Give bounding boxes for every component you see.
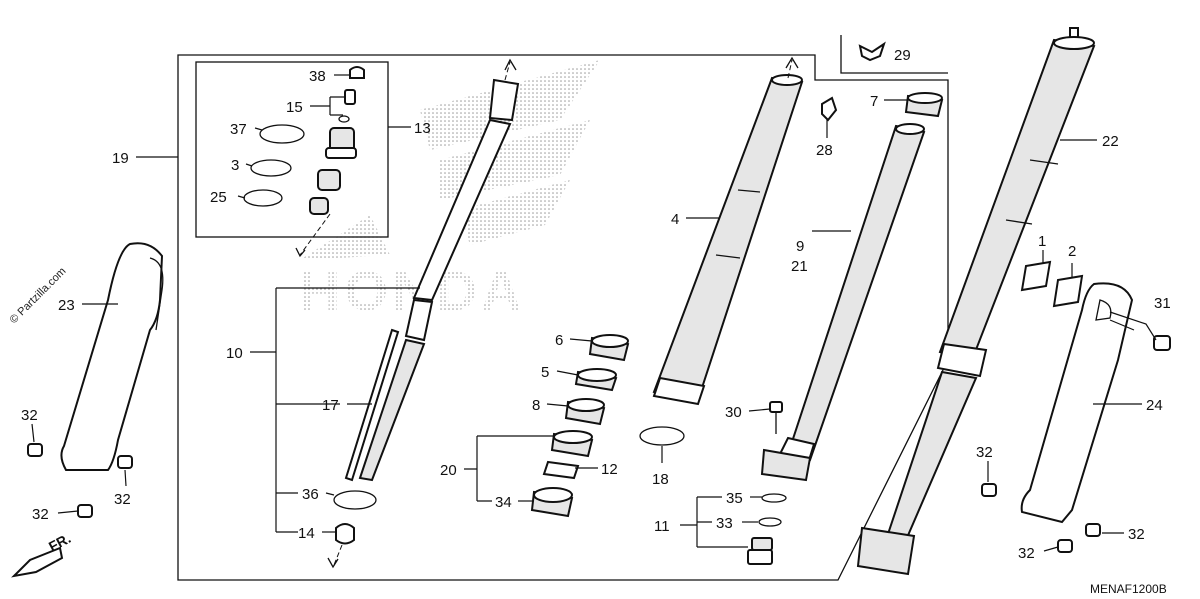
part-18-circlip bbox=[639, 426, 685, 446]
part-35-washer bbox=[761, 493, 787, 503]
label-part-36: 36 bbox=[302, 486, 319, 503]
part-2-sticker bbox=[1052, 274, 1084, 308]
part-1-sticker bbox=[1020, 260, 1052, 292]
label-part-32-right-2: 32 bbox=[1128, 526, 1145, 543]
label-part-19: 19 bbox=[112, 150, 129, 167]
subassembly-frame bbox=[195, 61, 389, 238]
label-part-33: 33 bbox=[716, 515, 733, 532]
leader-lines bbox=[31, 74, 1157, 552]
label-part-31: 31 bbox=[1154, 295, 1171, 312]
label-part-9: 9 bbox=[796, 238, 804, 255]
part-10-damper-rod bbox=[358, 58, 520, 482]
part-36-o-ring bbox=[333, 490, 377, 510]
label-part-17: 17 bbox=[322, 397, 339, 414]
label-part-1: 1 bbox=[1038, 233, 1046, 250]
label-part-32-left-2: 32 bbox=[114, 491, 131, 508]
label-part-12: 12 bbox=[601, 461, 618, 478]
label-part-25: 25 bbox=[210, 189, 227, 206]
label-part-23: 23 bbox=[58, 297, 75, 314]
part-17-rod bbox=[344, 328, 400, 482]
part-32-bolt-left-3 bbox=[77, 504, 93, 518]
part-33-o-ring bbox=[758, 517, 782, 527]
part-29-bracket bbox=[840, 35, 948, 74]
label-part-30: 30 bbox=[725, 404, 742, 421]
part-4-outer-tube bbox=[652, 56, 804, 406]
part-20-oil-seal bbox=[550, 430, 594, 458]
part-11-bolt bbox=[747, 537, 773, 565]
label-part-28: 28 bbox=[816, 142, 833, 159]
part-32-bolt-right-1 bbox=[981, 483, 997, 497]
part-14-nut bbox=[327, 523, 355, 569]
part-24-fork-guard bbox=[1020, 282, 1134, 524]
label-part-15: 15 bbox=[286, 99, 303, 116]
part-30-bolt bbox=[769, 401, 783, 434]
label-part-18: 18 bbox=[652, 471, 669, 488]
label-part-7: 7 bbox=[870, 93, 878, 110]
label-part-38: 38 bbox=[309, 68, 326, 85]
label-part-10: 10 bbox=[226, 345, 243, 362]
label-part-5: 5 bbox=[541, 364, 549, 381]
label-part-37: 37 bbox=[230, 121, 247, 138]
label-part-13: 13 bbox=[414, 120, 431, 137]
front-direction-arrow: FR. bbox=[11, 530, 73, 578]
label-part-6: 6 bbox=[555, 332, 563, 349]
label-part-14: 14 bbox=[298, 525, 315, 542]
part-13-cartridge bbox=[295, 127, 357, 258]
part-8-bushing bbox=[564, 398, 606, 426]
part-38-cap-nut bbox=[349, 66, 365, 79]
label-part-34: 34 bbox=[495, 494, 512, 511]
part-32-bolt-left-1 bbox=[27, 443, 43, 457]
label-part-32-left-3: 32 bbox=[32, 506, 49, 523]
part-32-bolt-right-3 bbox=[1057, 539, 1073, 553]
label-part-8: 8 bbox=[532, 397, 540, 414]
part-7-ring bbox=[904, 92, 944, 118]
label-part-35: 35 bbox=[726, 490, 743, 507]
part-12-clip bbox=[542, 460, 580, 480]
label-part-32-right-1: 32 bbox=[976, 444, 993, 461]
part-32-bolt-right-2 bbox=[1085, 523, 1101, 537]
label-part-3: 3 bbox=[231, 157, 239, 174]
part-3-o-ring bbox=[250, 159, 292, 177]
part-15-valve bbox=[338, 89, 356, 123]
part-6-bushing bbox=[588, 334, 630, 362]
assembly-frame bbox=[177, 54, 949, 581]
part-28-clip bbox=[821, 96, 838, 122]
part-23-fork-guard bbox=[60, 242, 164, 471]
label-part-20: 20 bbox=[440, 462, 457, 479]
part-31-bolt bbox=[1153, 335, 1171, 351]
label-part-11: 11 bbox=[654, 518, 670, 535]
label-part-4: 4 bbox=[671, 211, 679, 228]
label-part-29: 29 bbox=[894, 47, 911, 64]
label-part-22: 22 bbox=[1102, 133, 1119, 150]
diagram-code: MENAF1200B bbox=[1090, 582, 1167, 596]
part-9-inner-tube bbox=[760, 123, 926, 482]
label-part-2: 2 bbox=[1068, 243, 1076, 260]
part-37-o-ring bbox=[259, 124, 305, 144]
part-5-washer bbox=[574, 368, 618, 392]
part-29-clip bbox=[858, 41, 886, 62]
part-25-o-ring bbox=[243, 189, 283, 207]
partzilla-watermark: © Partzilla.com bbox=[8, 265, 69, 326]
label-part-32-right-3: 32 bbox=[1018, 545, 1035, 562]
part-34-dust-seal bbox=[530, 487, 574, 518]
label-part-32-left-1: 32 bbox=[21, 407, 38, 424]
label-part-21: 21 bbox=[791, 258, 808, 275]
part-22-fork-assembly bbox=[856, 27, 1096, 576]
part-32-bolt-left-2 bbox=[117, 455, 133, 469]
label-part-24: 24 bbox=[1146, 397, 1163, 414]
